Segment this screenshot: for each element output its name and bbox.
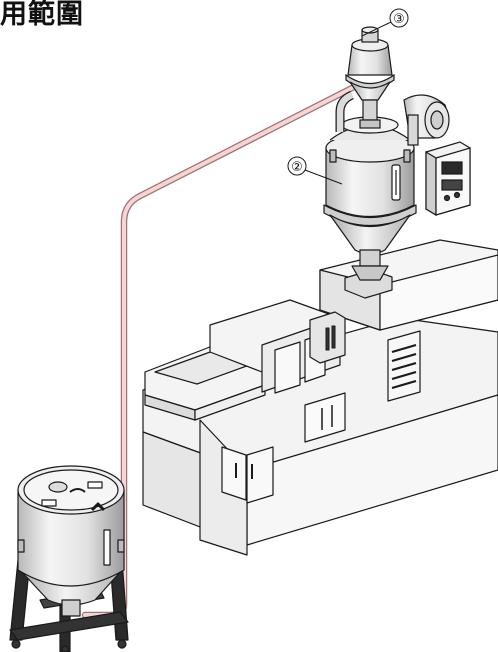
storage-bin bbox=[9, 465, 129, 652]
control-box bbox=[425, 141, 471, 217]
callout-3: ③ bbox=[361, 8, 409, 37]
callout-label-2: ② bbox=[291, 160, 303, 175]
vacuum-hopper-receiver bbox=[345, 26, 395, 129]
blower-heater bbox=[403, 94, 450, 146]
injection-molding-machine bbox=[142, 239, 498, 556]
page-heading: 用範圍 bbox=[0, 0, 84, 30]
dryer-hopper bbox=[323, 90, 417, 281]
callout-2: ② bbox=[287, 156, 343, 185]
callout-label-3: ③ bbox=[393, 12, 405, 27]
